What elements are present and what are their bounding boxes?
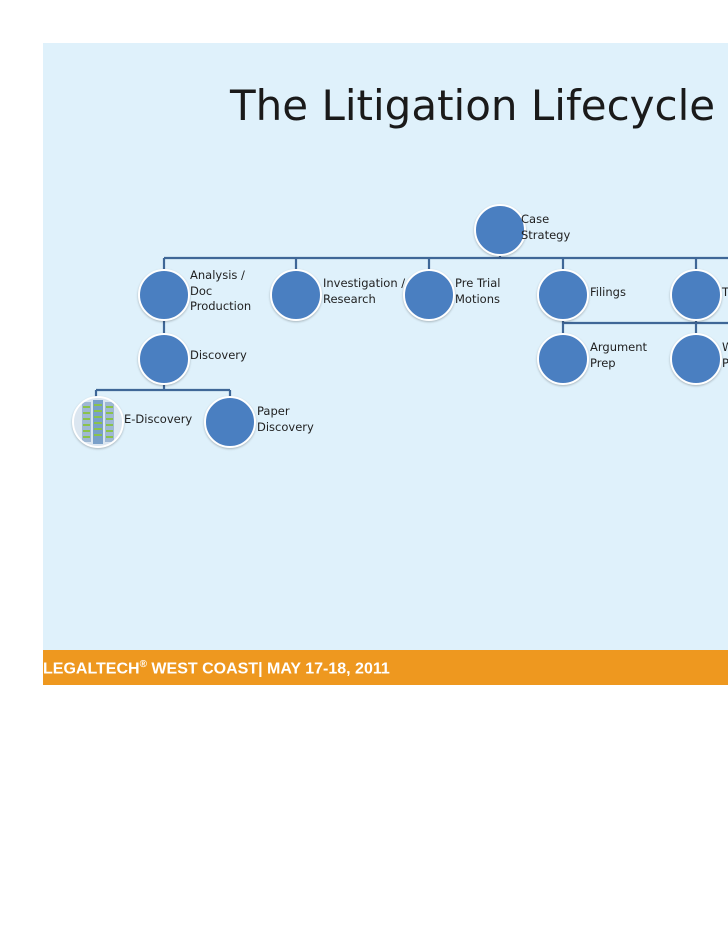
pretrial-motions-label: Pre Trial Motions xyxy=(455,276,501,306)
filings-label: Filings xyxy=(590,285,626,299)
discovery-label: Discovery xyxy=(190,348,247,362)
argument-prep-label: Argument Prep xyxy=(590,340,648,370)
case-strategy-node xyxy=(474,204,526,256)
footer-text: LEGALTECH® WEST COAST| MAY 17-18, 2011 xyxy=(43,659,390,678)
analysis-doc-production-node xyxy=(138,269,190,321)
slide-title: The Litigation Lifecycle xyxy=(230,81,716,130)
ediscovery-label: E-Discovery xyxy=(124,412,193,426)
witness-prep-node xyxy=(670,333,722,385)
witness-prep-label: W P xyxy=(722,340,728,370)
footer-bar: LEGALTECH® WEST COAST| MAY 17-18, 2011 xyxy=(43,650,728,685)
paper-discovery-node xyxy=(204,396,256,448)
slide: The Litigation Lifecycle Ca xyxy=(43,43,728,685)
investigation-research-label: Investigation / Research xyxy=(323,276,406,306)
pretrial-motions-node xyxy=(403,269,455,321)
discovery-node xyxy=(138,333,190,385)
footer-brand: LEGALTECH xyxy=(43,660,140,678)
server-rack-icon xyxy=(74,398,122,446)
footer-event: WEST COAST| MAY 17-18, 2011 xyxy=(146,660,390,678)
filings-node xyxy=(537,269,589,321)
paper-discovery-label: Paper Discovery xyxy=(257,404,314,434)
registered-mark: ® xyxy=(139,659,147,670)
trial-node xyxy=(670,269,722,321)
investigation-research-node xyxy=(270,269,322,321)
ediscovery-node xyxy=(72,396,124,448)
analysis-doc-production-label: Analysis / Doc Production xyxy=(190,268,252,313)
case-strategy-label: Case Strategy xyxy=(521,212,571,242)
trial-label: T xyxy=(722,285,728,299)
argument-prep-node xyxy=(537,333,589,385)
